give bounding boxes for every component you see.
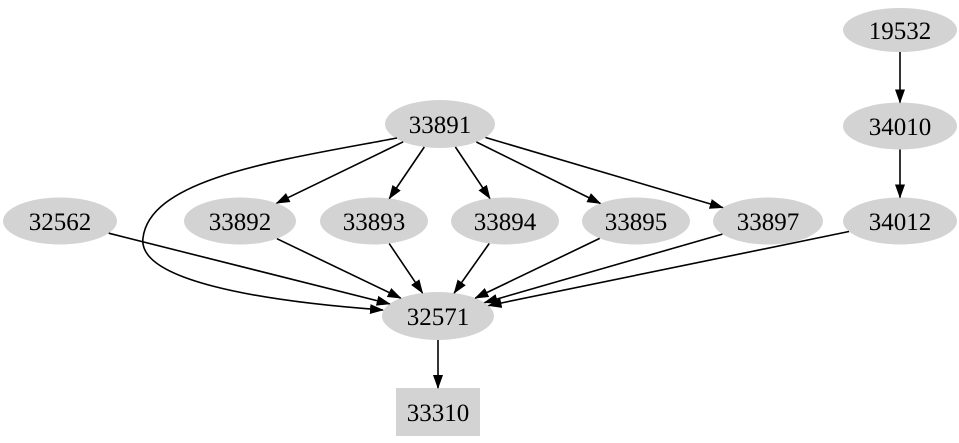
edge-32562-32571 — [108, 232, 391, 306]
node-ellipse-shape — [320, 197, 428, 245]
node-33894: 33894 — [451, 197, 559, 245]
node-ellipse-shape — [385, 100, 495, 148]
node-ellipse-shape — [843, 197, 957, 245]
edge-33897-32571 — [483, 233, 723, 304]
node-label: 34012 — [869, 209, 932, 236]
node-32571: 32571 — [382, 292, 494, 340]
node-ellipse-shape — [843, 8, 957, 52]
node-label: 33895 — [605, 209, 668, 236]
node-33895: 33895 — [582, 197, 690, 245]
edge-34012-32571 — [487, 230, 850, 308]
edge-33891-33893 — [388, 146, 425, 200]
node-label: 33892 — [209, 209, 272, 236]
edge-33893-32571 — [388, 243, 424, 294]
node-label: 33897 — [737, 209, 800, 236]
node-ellipse-shape — [713, 197, 823, 245]
node-33310: 33310 — [396, 388, 480, 436]
node-box-shape — [396, 388, 480, 436]
node-33891: 33891 — [385, 100, 495, 148]
node-label: 33310 — [407, 400, 470, 427]
node-label: 33891 — [409, 112, 472, 139]
edge-33891-32571 — [142, 137, 398, 315]
node-34012: 34012 — [843, 197, 957, 245]
node-ellipse-shape — [3, 197, 117, 245]
node-ellipse-shape — [382, 292, 494, 340]
node-ellipse-shape — [843, 102, 957, 150]
edge-33891-33895 — [476, 141, 602, 205]
node-ellipse-shape — [451, 197, 559, 245]
edge-33891-33892 — [275, 141, 404, 204]
node-33897: 33897 — [713, 197, 823, 245]
node-label: 33894 — [474, 209, 537, 236]
node-34010: 34010 — [843, 102, 957, 150]
node-32562: 32562 — [3, 197, 117, 245]
node-ellipse-shape — [184, 197, 296, 245]
node-label: 34010 — [869, 114, 932, 141]
node-label: 19532 — [869, 18, 932, 45]
edge-33894-32571 — [453, 243, 490, 294]
node-19532: 19532 — [843, 8, 957, 52]
node-33893: 33893 — [320, 197, 428, 245]
edge-layer — [108, 52, 905, 389]
edge-33895-32571 — [474, 237, 601, 299]
node-33892: 33892 — [184, 197, 296, 245]
edge-33892-32571 — [276, 237, 402, 299]
node-ellipse-shape — [582, 197, 690, 245]
node-label: 33893 — [343, 209, 406, 236]
node-label: 32571 — [407, 304, 470, 331]
node-label: 32562 — [29, 209, 92, 236]
edge-33891-33894 — [454, 146, 491, 200]
node-layer: 19532 34010 34012 33891 32562 33892 33893 33894… — [3, 8, 957, 436]
edge-33891-33897 — [485, 136, 724, 209]
